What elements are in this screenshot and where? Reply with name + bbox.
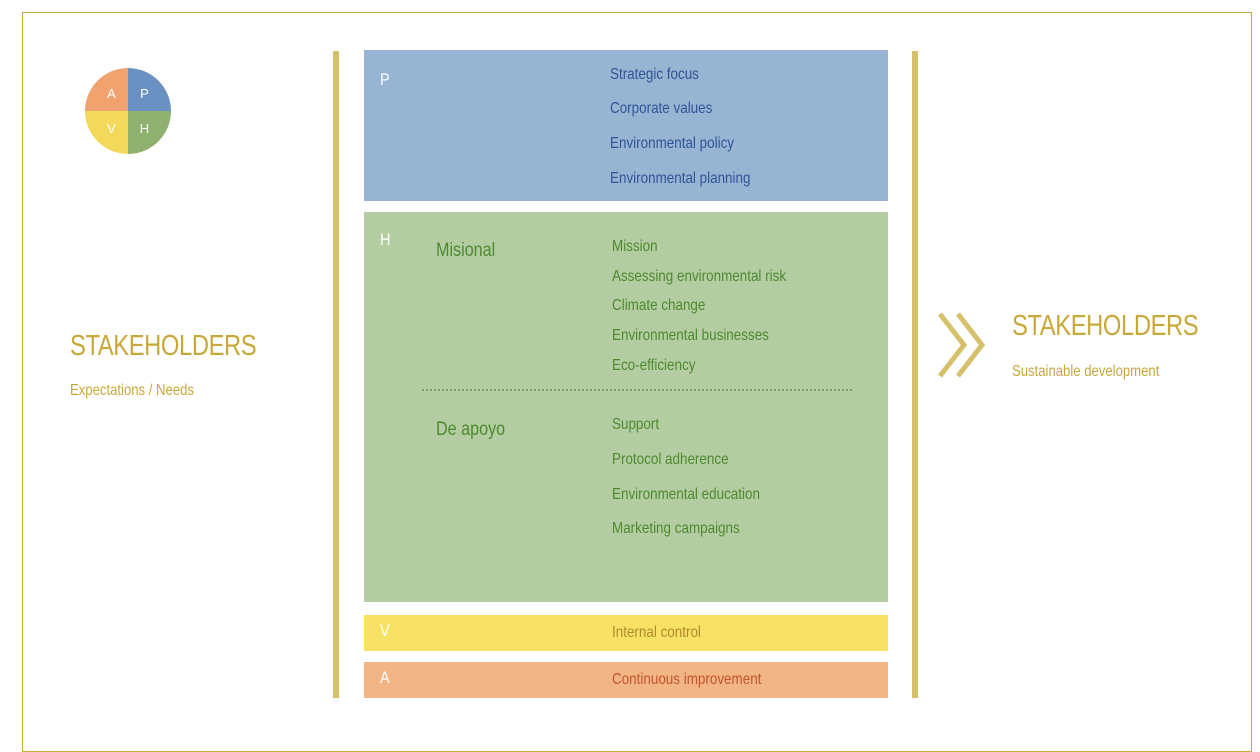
act-block: A Continuous improvement bbox=[364, 662, 888, 698]
cycle-quadrant-h: H bbox=[128, 111, 171, 154]
right-stakeholders-title: STAKEHOLDERS bbox=[1012, 310, 1199, 342]
cycle-quadrant-v: V bbox=[85, 111, 128, 154]
do-block: H Misional Mission Assessing environment… bbox=[364, 212, 888, 602]
misional-item: Eco-efficiency bbox=[612, 357, 696, 374]
double-chevron-right-icon bbox=[938, 312, 986, 378]
apoyo-item: Support bbox=[612, 416, 660, 433]
misional-item: Assessing environmental risk bbox=[612, 268, 787, 285]
plan-item: Corporate values bbox=[610, 100, 713, 117]
misional-label: Misional bbox=[436, 240, 496, 261]
apoyo-item: Marketing campaigns bbox=[612, 520, 740, 537]
plan-letter: P bbox=[380, 70, 390, 89]
cycle-quadrant-p: P bbox=[128, 68, 171, 111]
act-item: Continuous improvement bbox=[612, 671, 762, 688]
misional-item: Environmental businesses bbox=[612, 327, 769, 344]
apoyo-item: Protocol adherence bbox=[612, 451, 729, 468]
verify-block: V Internal control bbox=[364, 615, 888, 651]
verify-letter: V bbox=[380, 621, 390, 640]
plan-block: P Strategic focus Corporate values Envir… bbox=[364, 50, 888, 201]
left-stakeholders-title: STAKEHOLDERS bbox=[70, 330, 257, 362]
right-stakeholders-subtitle: Sustainable development bbox=[1012, 363, 1160, 380]
left-stakeholders-subtitle: Expectations / Needs bbox=[70, 382, 194, 399]
plan-item: Environmental policy bbox=[610, 135, 735, 152]
misional-item: Climate change bbox=[612, 297, 706, 314]
left-vertical-bar bbox=[333, 51, 339, 698]
verify-item: Internal control bbox=[612, 624, 701, 641]
phva-cycle-circle: A P V H bbox=[85, 68, 171, 154]
misional-item: Mission bbox=[612, 238, 658, 255]
right-vertical-bar bbox=[912, 51, 918, 698]
group-separator bbox=[422, 389, 852, 391]
cycle-quadrant-a: A bbox=[85, 68, 128, 111]
do-letter: H bbox=[380, 230, 391, 249]
apoyo-label: De apoyo bbox=[436, 419, 506, 440]
plan-item: Strategic focus bbox=[610, 66, 699, 83]
act-letter: A bbox=[380, 668, 390, 687]
plan-item: Environmental planning bbox=[610, 170, 751, 187]
apoyo-item: Environmental education bbox=[612, 486, 760, 503]
